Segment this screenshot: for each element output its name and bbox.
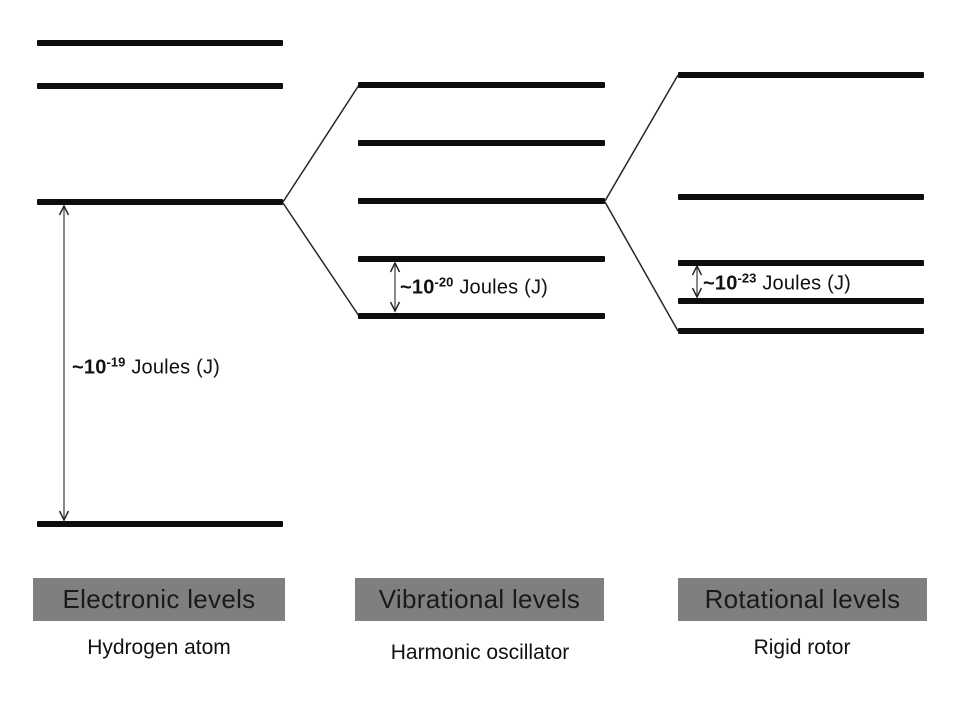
electronic-energy-level-line	[37, 521, 283, 527]
electronic-energy-level-line	[37, 83, 283, 89]
split-connector-line	[282, 84, 360, 203]
gap-exponent: -19	[106, 354, 126, 370]
rotational-gap-arrow-head-up	[691, 264, 703, 276]
rotational-energy-level-line	[678, 260, 924, 266]
split-connector-line	[604, 201, 679, 332]
gap-exponent: -23	[737, 270, 757, 286]
vibrational-levels-label-box: Vibrational levels	[355, 578, 604, 621]
gap-unit: Joules (J)	[762, 272, 852, 295]
split-connector-line	[604, 74, 679, 202]
vibrational-energy-level-line	[358, 82, 605, 88]
electronic-energy-level-line	[37, 199, 283, 205]
rotational-energy-level-line	[678, 298, 924, 304]
vibrational-energy-level-line	[358, 198, 605, 204]
gap-unit: Joules (J)	[459, 276, 549, 299]
electronic-gap-arrow-head-down	[58, 510, 70, 522]
rotational-energy-level-line	[678, 194, 924, 200]
hydrogen-atom-caption: Hydrogen atom	[87, 636, 231, 659]
rotational-levels-label-box: Rotational levels	[678, 578, 927, 621]
rotational-energy-level-line	[678, 328, 924, 334]
gap-magnitude: ~10	[72, 356, 107, 379]
vibrational-energy-level-line	[358, 313, 605, 319]
gap-unit: Joules (J)	[131, 356, 221, 379]
rigid-rotor-caption: Rigid rotor	[753, 636, 851, 659]
electronic-levels-label-box: Electronic levels	[33, 578, 285, 621]
electronic-gap-label: ~10-19 Joules (J)	[72, 355, 220, 380]
harmonic-oscillator-caption: Harmonic oscillator	[390, 641, 570, 664]
gap-exponent: -20	[434, 274, 454, 290]
rotational-gap-arrow-head-down	[691, 287, 703, 299]
vibrational-energy-level-line	[358, 256, 605, 262]
electronic-gap-arrow-head-up	[58, 204, 70, 216]
gap-magnitude: ~10	[400, 276, 435, 299]
vibrational-gap-arrow-head-up	[389, 261, 401, 273]
electronic-energy-level-line	[37, 40, 283, 46]
vibrational-energy-level-line	[358, 140, 605, 146]
vibrational-gap-label: ~10-20 Joules (J)	[400, 275, 548, 300]
vibrational-gap-arrow-head-down	[389, 301, 401, 313]
gap-magnitude: ~10	[703, 272, 738, 295]
rotational-energy-level-line	[678, 72, 924, 78]
split-connector-line	[282, 202, 360, 317]
rotational-gap-label: ~10-23 Joules (J)	[703, 271, 851, 296]
